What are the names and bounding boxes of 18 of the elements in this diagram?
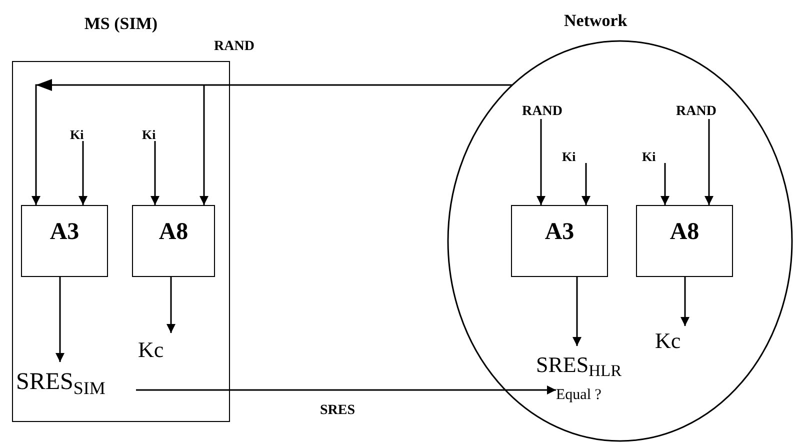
group-title: Network: [564, 10, 628, 32]
algorithm-box: A8: [132, 205, 215, 277]
cipher-key-label: Kc: [655, 326, 695, 352]
algorithm-box: A3: [511, 205, 608, 277]
cipher-key-label: Kc: [138, 333, 178, 361]
key-label: Ki: [70, 124, 94, 141]
algorithm-box: A3: [21, 205, 108, 277]
comparison-label: Equal ?: [556, 381, 622, 403]
signed-response-label: SRES$_{SIM}$: [16, 362, 136, 394]
group-title: MS (SIM): [84, 14, 158, 34]
random-label: RAND: [522, 99, 588, 119]
signed-response-label: SRES$_{HLR}$: [536, 346, 648, 376]
connector-line: [204, 84, 512, 86]
algorithm-box: A8: [636, 205, 733, 277]
key-label: Ki: [642, 146, 672, 163]
key-label: Ki: [562, 146, 592, 163]
key-label: Ki: [142, 124, 166, 141]
random-label: RAND: [676, 99, 742, 119]
